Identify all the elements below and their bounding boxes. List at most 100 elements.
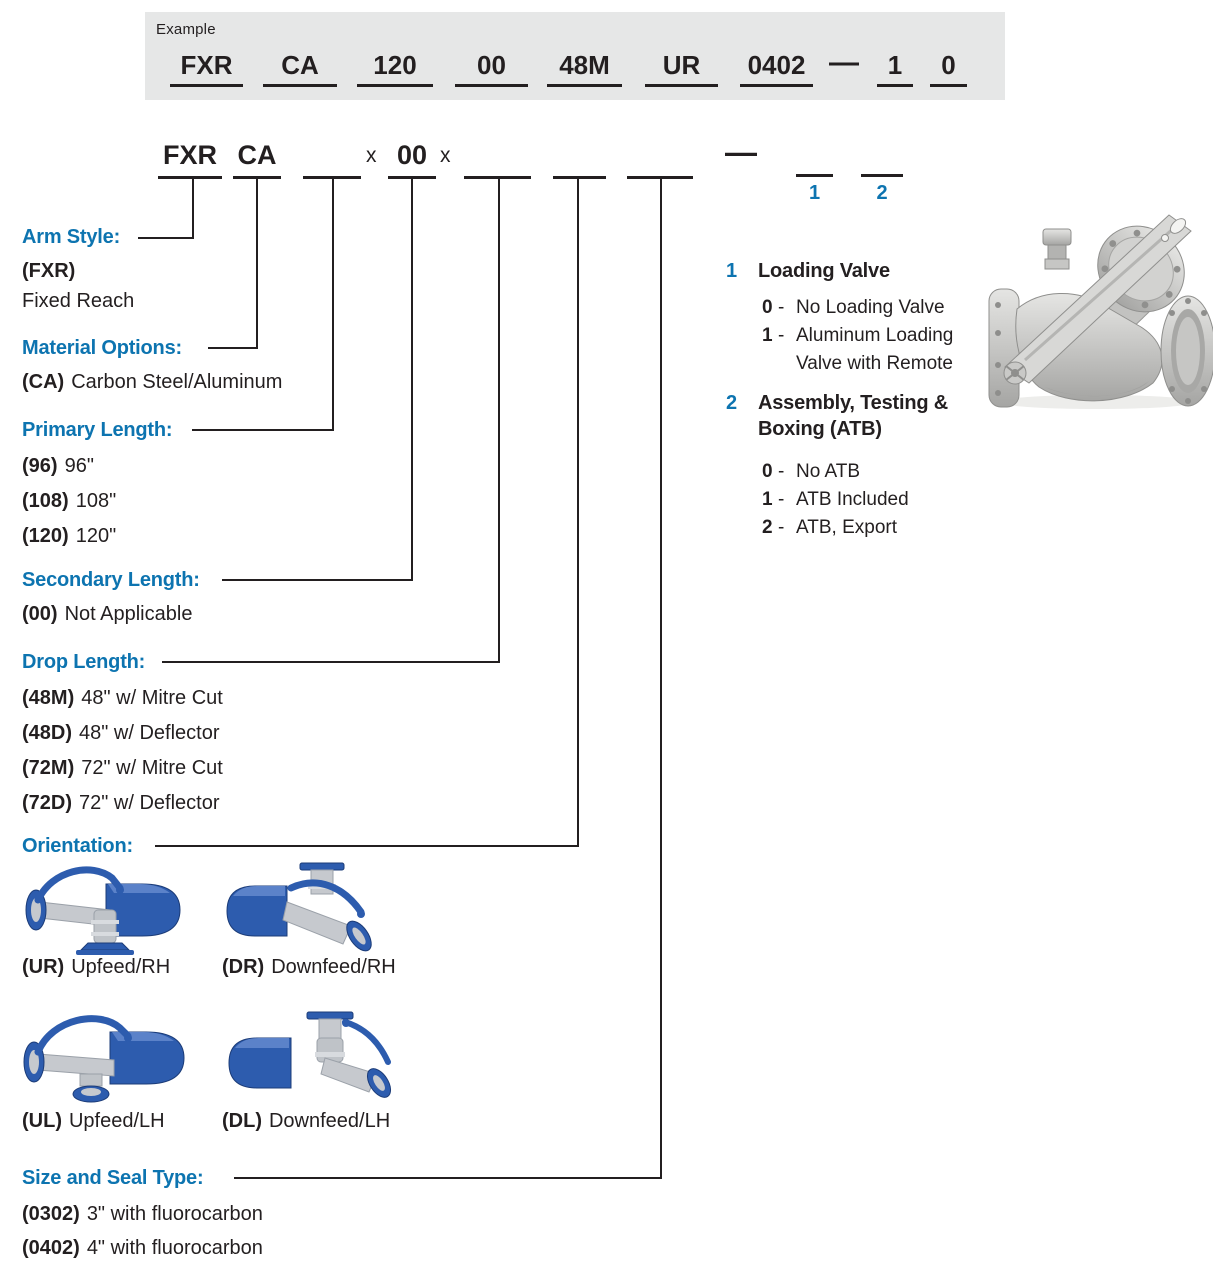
example-code-0402: 0402 [740,48,813,87]
example-code-1: 1 [877,48,913,87]
arm-elbow [316,1037,344,1063]
valve-left-flange [988,288,1020,408]
template-blank-atb [861,136,903,177]
connector-vertical-orientation [577,179,579,847]
arm-swivel [72,1073,110,1103]
atb-title: Assembly, Testing & Boxing (ATB) [758,392,948,440]
option-line: (48D)48" w/ Deflector [22,722,220,744]
template-dash: — [725,134,757,170]
valve-top-fitting [1042,228,1072,270]
connector-vertical-size-seal [660,179,662,1179]
connector-vertical-drop-length [498,179,500,663]
arm-pipe [37,1053,115,1077]
option-line: (72D)72" w/ Deflector [22,792,220,814]
valve-right-flange [1160,295,1213,407]
example-code-00: 00 [455,48,528,87]
option-row: 1-Aluminum Loading Valve with Remote [762,325,954,374]
arm-box [109,1031,185,1085]
section-label-size-seal-type: Size and Seal Type: [22,1167,204,1189]
arm-pipe [320,1057,378,1093]
connector-horizontal-primary-length [192,429,334,431]
ref-number-2: 2 [726,392,738,414]
template-blank-primary-length [303,138,361,179]
valve-lever [1003,214,1192,385]
orientation-image-dr [226,862,372,952]
option-line: (FXR) [22,260,76,282]
example-code-0: 0 [930,48,967,87]
option-line: (96)96" [22,455,94,477]
arm-top-flange [306,1011,354,1040]
connector-horizontal-size-seal [234,1177,662,1179]
option-line: (00)Not Applicable [22,603,193,625]
option-line: (0302)3" with fluorocarbon [22,1203,263,1225]
section-secondary-length: Secondary Length: (00)Not Applicable [22,568,200,629]
example-code-ur: UR [645,48,718,87]
template-code-ca: CA [233,138,281,179]
template-x1: x [366,144,377,167]
arm-pipe [282,901,352,945]
option-line: (0402)4" with fluorocarbon [22,1237,263,1259]
loading-valve-photo [988,214,1213,409]
orientation-label-ul: (UL)Upfeed/LH [22,1110,165,1132]
section-drop-length: Drop Length: (48M)48" w/ Mitre Cut (48D)… [22,650,223,821]
example-box: Example FXR CA 120 00 48M UR 0402 — 1 0 [145,12,1005,100]
section-label-primary-length: Primary Length: [22,419,173,441]
section-arm-style: Arm Style: (FXR) Fixed Reach [22,225,134,316]
template-x2: x [440,144,451,167]
section-material-options: Material Options: (CA)Carbon Steel/Alumi… [22,336,282,397]
connector-horizontal-arm-style [138,237,194,239]
example-title: Example [156,21,216,38]
option-line: (CA)Carbon Steel/Aluminum [22,371,283,393]
loading-valve-title: Loading Valve [758,260,890,282]
orientation-label-ur: (UR)Upfeed/RH [22,956,171,978]
arm-handle [287,879,365,916]
connector-vertical-material-options [256,179,258,349]
section-label-drop-length: Drop Length: [22,651,146,673]
connector-horizontal-secondary-length [222,579,413,581]
option-line: (108)108" [22,490,117,512]
option-row: 0-No ATB [762,461,861,482]
section-label-orientation: Orientation: [22,835,133,857]
orientation-image-ur [25,866,181,955]
orientation-label-dr: (DR)Downfeed/RH [222,956,396,978]
right-section-loading-valve: 1 Loading Valve 0-No Loading Valve 1-Alu… [726,258,986,378]
example-code-120: 120 [357,48,433,87]
right-section-atb: 2 Assembly, Testing & Boxing (ATB) 0-No … [726,390,986,542]
arm-handle [342,1019,391,1065]
arm-box [228,1037,292,1089]
section-size-seal-type: Size and Seal Type: (0302)3" with fluoro… [22,1166,263,1265]
template-ref-2: 2 [876,182,888,204]
arm-outlet-flange [346,920,372,952]
connector-horizontal-drop-length [162,661,500,663]
option-row: 0-No Loading Valve [762,297,945,318]
arm-handle [34,866,124,904]
option-row: 2-ATB, Export [762,517,898,538]
template-ref-1: 1 [808,182,821,204]
example-dash: — [829,46,859,79]
connector-horizontal-orientation [155,845,579,847]
option-line: (120)120" [22,525,117,547]
orientation-label-dl: (DL)Downfeed/LH [222,1110,391,1132]
section-label-material-options: Material Options: [22,337,182,359]
orientation-image-ul [23,1015,185,1103]
example-code-ca: CA [263,48,337,87]
template-code-00: 00 [388,138,436,179]
connector-vertical-arm-style [192,179,194,239]
shadow [999,395,1195,409]
template-blank-size-seal [627,138,693,179]
section-orientation: Orientation: [22,834,133,858]
connector-vertical-secondary-length [411,179,413,581]
option-line: Fixed Reach [22,290,135,312]
orientation-image-dl [228,1011,392,1098]
example-code-48m: 48M [547,48,622,87]
template-blank-drop-length [464,138,531,179]
template-blank-loading-valve [796,136,833,177]
option-line: (72M)72" w/ Mitre Cut [22,757,223,779]
section-primary-length: Primary Length: (96)96" (108)108" (120)1… [22,418,173,554]
option-row: 1-ATB Included [762,489,909,510]
section-label-secondary-length: Secondary Length: [22,569,200,591]
arm-box [226,885,288,937]
section-label-arm-style: Arm Style: [22,226,121,248]
connector-horizontal-material-options [208,347,258,349]
option-line: (48M)48" w/ Mitre Cut [22,687,223,709]
